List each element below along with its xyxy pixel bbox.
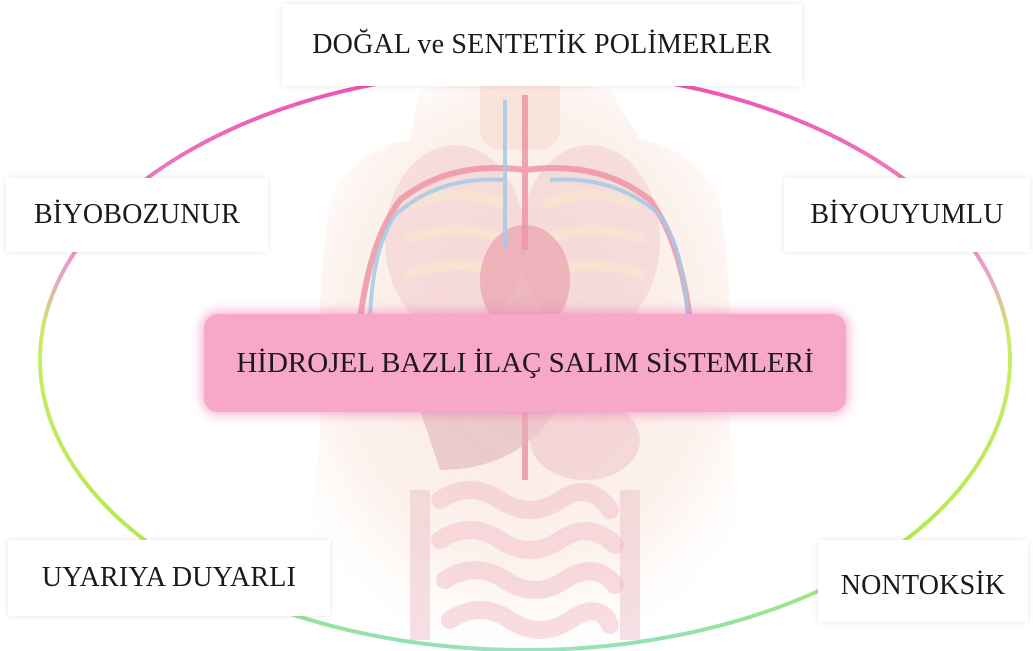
property-label: BİYOUYUMLU	[810, 199, 1003, 231]
property-stimuli-responsive: UYARIYA DUYARLI	[8, 540, 330, 616]
property-label: NONTOKSİK	[841, 570, 1006, 602]
center-concept-label: HİDROJEL BAZLI İLAÇ SALIM SİSTEMLERİ	[236, 347, 813, 380]
property-natural-synthetic-polymers: DOĞAL ve SENTETİK POLİMERLER	[282, 4, 802, 86]
property-biodegradable: BİYOBOZUNUR	[6, 178, 268, 252]
center-concept-box: HİDROJEL BAZLI İLAÇ SALIM SİSTEMLERİ	[204, 314, 846, 412]
property-biocompatible: BİYOUYUMLU	[784, 178, 1030, 252]
property-label: DOĞAL ve SENTETİK POLİMERLER	[312, 29, 772, 61]
property-label: UYARIYA DUYARLI	[42, 562, 296, 594]
property-nontoxic: NONTOKSİK	[818, 540, 1028, 622]
property-label: BİYOBOZUNUR	[34, 199, 240, 231]
